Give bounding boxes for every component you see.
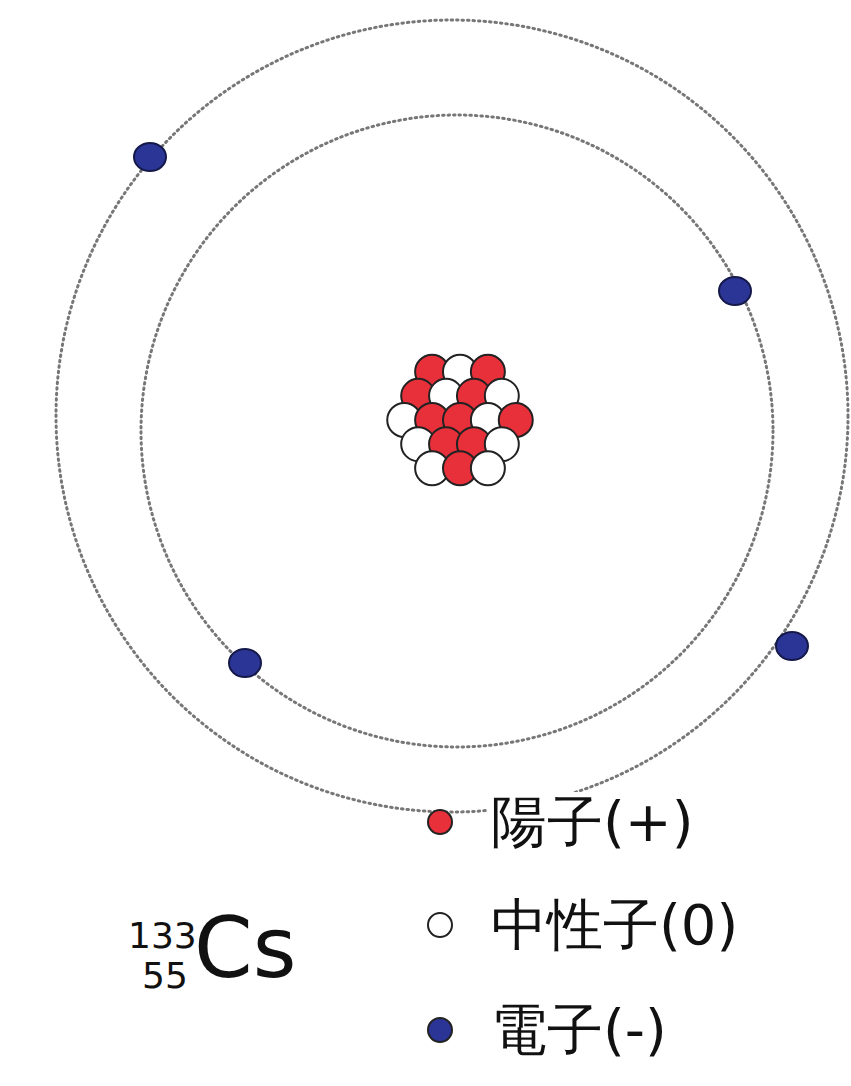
legend-swatch	[427, 809, 453, 835]
mass-number: 133	[128, 918, 197, 954]
element-symbol: Cs	[194, 906, 296, 990]
neutron	[471, 451, 505, 485]
electron	[719, 277, 751, 305]
electron	[229, 649, 261, 677]
legend-text: 中性子(0)	[487, 895, 742, 955]
legend-swatch	[427, 912, 453, 938]
legend-row: 陽子(+)	[427, 792, 698, 852]
atomic-number: 55	[142, 958, 188, 994]
nucleus	[387, 355, 533, 486]
outer-shell	[56, 20, 848, 812]
inner-shell	[141, 115, 773, 747]
legend-row: 電子(-)	[427, 1000, 671, 1060]
electron	[134, 143, 166, 171]
legend-text: 電子(-)	[487, 1000, 671, 1060]
legend-row: 中性子(0)	[427, 895, 742, 955]
legend-swatch	[427, 1017, 453, 1043]
legend-text: 陽子(+)	[487, 792, 698, 852]
electrons	[134, 143, 808, 677]
electron	[776, 632, 808, 660]
